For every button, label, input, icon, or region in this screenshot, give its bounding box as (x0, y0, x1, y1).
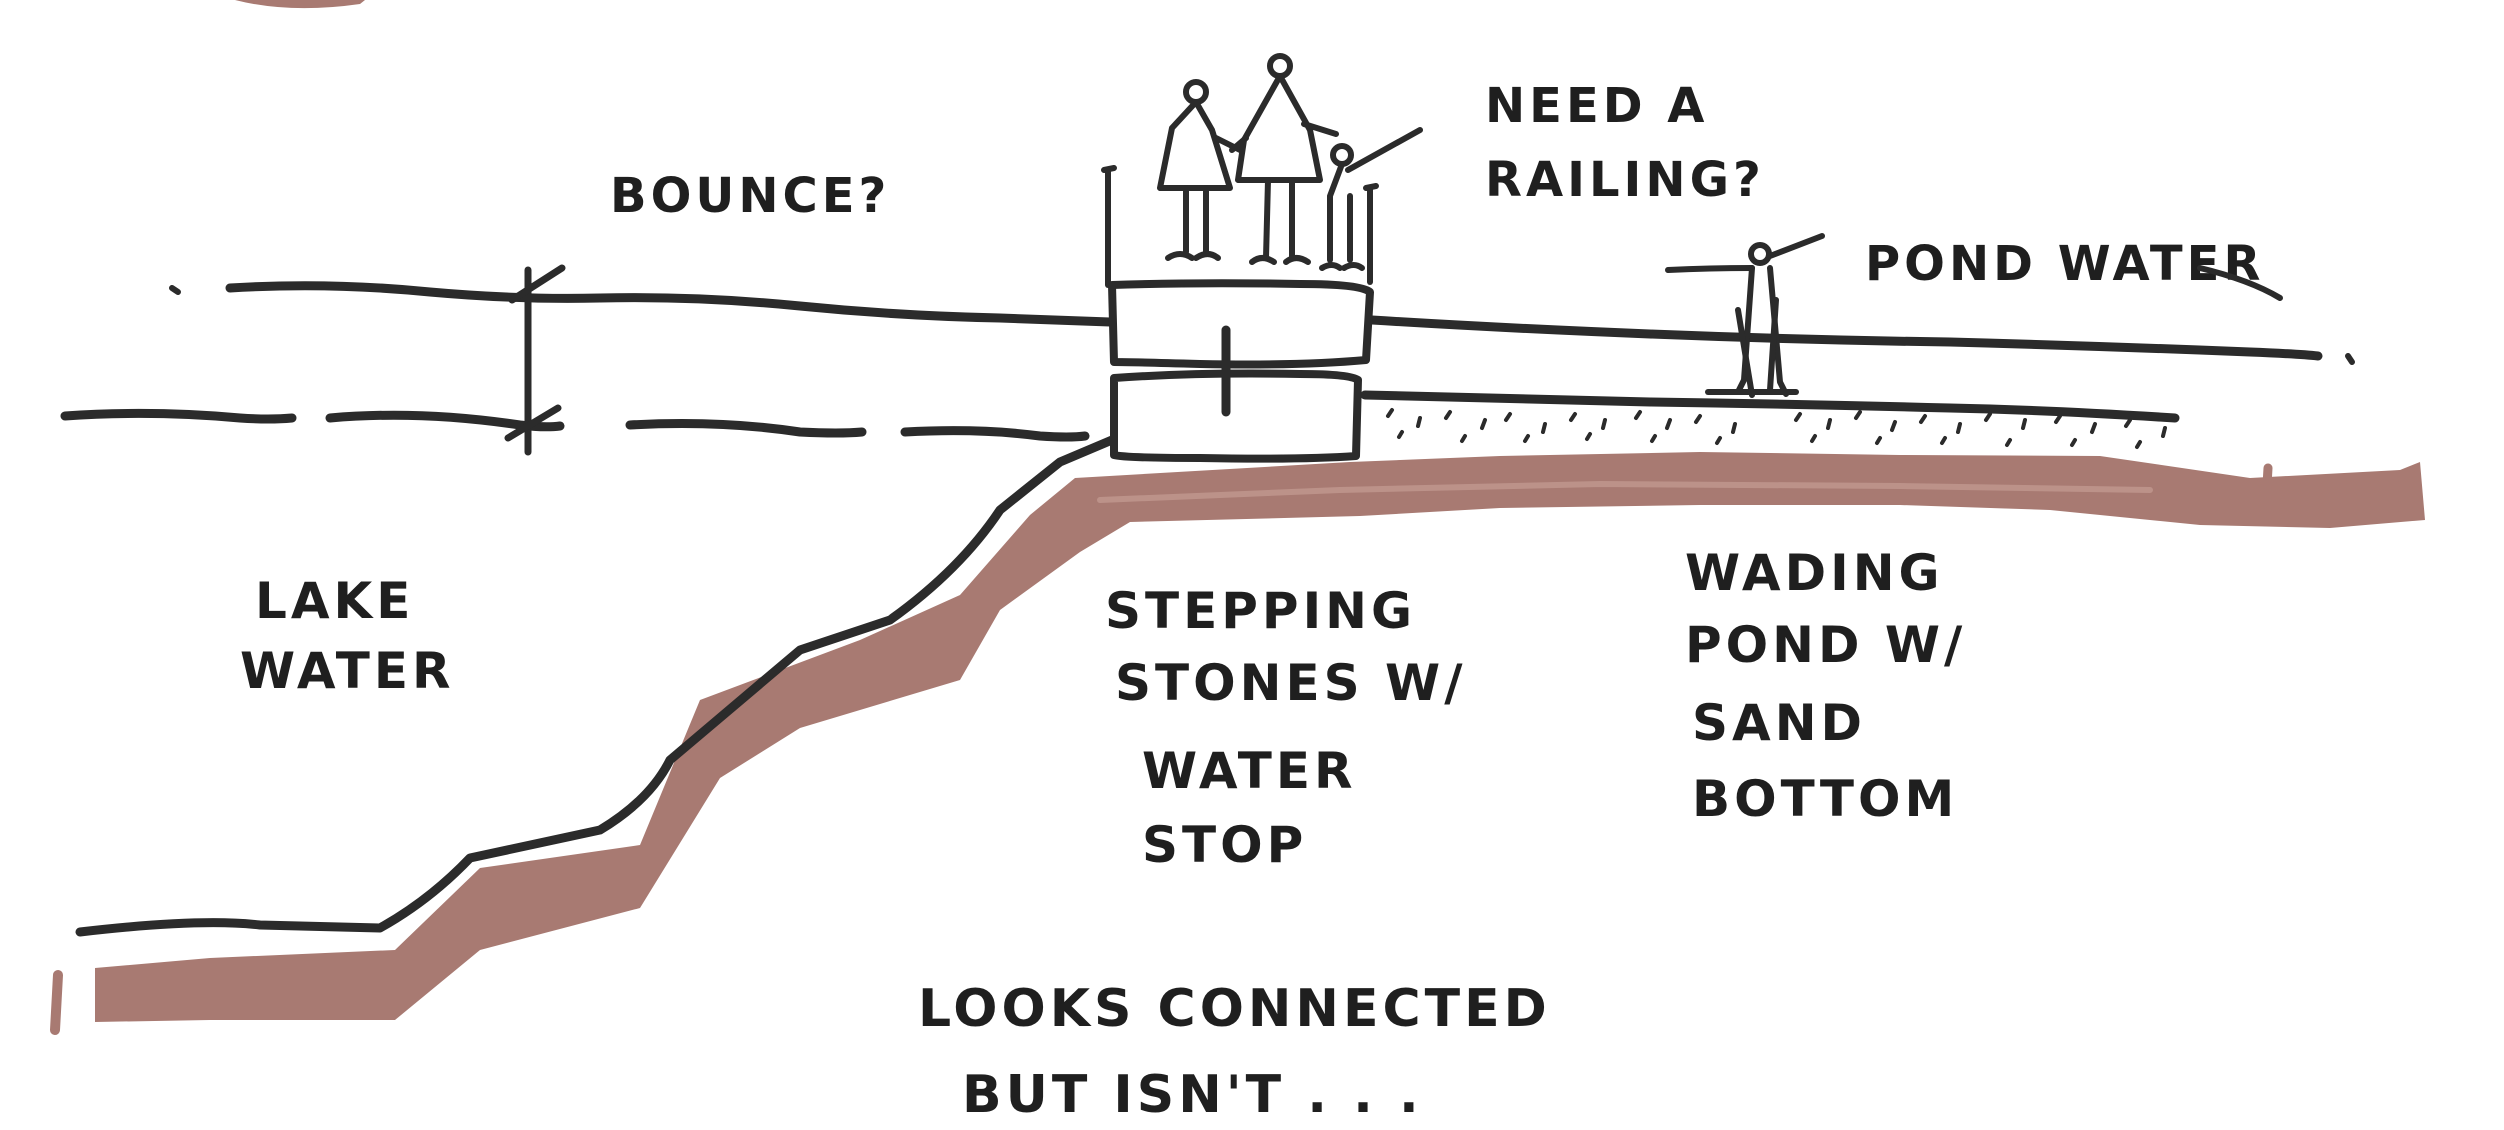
water-line-lower-dash-3 (630, 424, 862, 433)
stepping-stone-lower (1114, 374, 1358, 459)
person-figure-left (1160, 82, 1240, 258)
label-railing-line2: RAILING? (1485, 152, 1765, 208)
railing-post-right-top (1366, 186, 1376, 188)
label-railing-line1: NEED A (1485, 78, 1708, 134)
soil-right-tick (2265, 468, 2268, 520)
stepping-stone-upper (1112, 283, 1370, 364)
soil-embankment (95, 452, 2425, 1022)
person-figure-middle (1232, 56, 1336, 262)
label-stones-line3: WATER (1142, 742, 1356, 800)
water-line-dot-right (2348, 356, 2352, 362)
soil-left-tick (55, 975, 58, 1030)
label-wading-line1: WADING (1685, 544, 1944, 602)
label-stones-line2: STONES W/ (1115, 654, 1466, 712)
water-line-upper-left (230, 286, 1110, 322)
person-figure-wading (1668, 236, 1822, 395)
pond-surface-line (1365, 395, 2175, 418)
label-wading-line3: SAND (1692, 694, 1866, 752)
label-bottom-line1: LOOKS CONNECTED (918, 979, 1551, 1039)
water-line-upper-right (1372, 320, 2318, 356)
soil-fragment-top (235, 0, 365, 8)
label-stones-line4: STOP (1142, 816, 1307, 874)
label-pond-water: POND WATER (1865, 236, 2264, 292)
label-bounce: BOUNCE? (610, 168, 890, 224)
label-wading-line4: BOTTOM (1692, 770, 1958, 828)
label-wading-line2: POND W/ (1685, 616, 1966, 674)
label-lake-line2: WATER (240, 642, 454, 700)
water-line-dot-left (172, 288, 178, 292)
railing-post-left-top (1104, 168, 1114, 170)
label-bottom-line2: BUT ISN'T . . . (962, 1065, 1423, 1125)
water-line-lower-dash-4 (905, 431, 1085, 437)
label-stones-line1: STEPPING (1105, 582, 1416, 640)
label-lake-line1: LAKE (255, 572, 414, 630)
water-line-lower-dash-1 (65, 413, 292, 419)
